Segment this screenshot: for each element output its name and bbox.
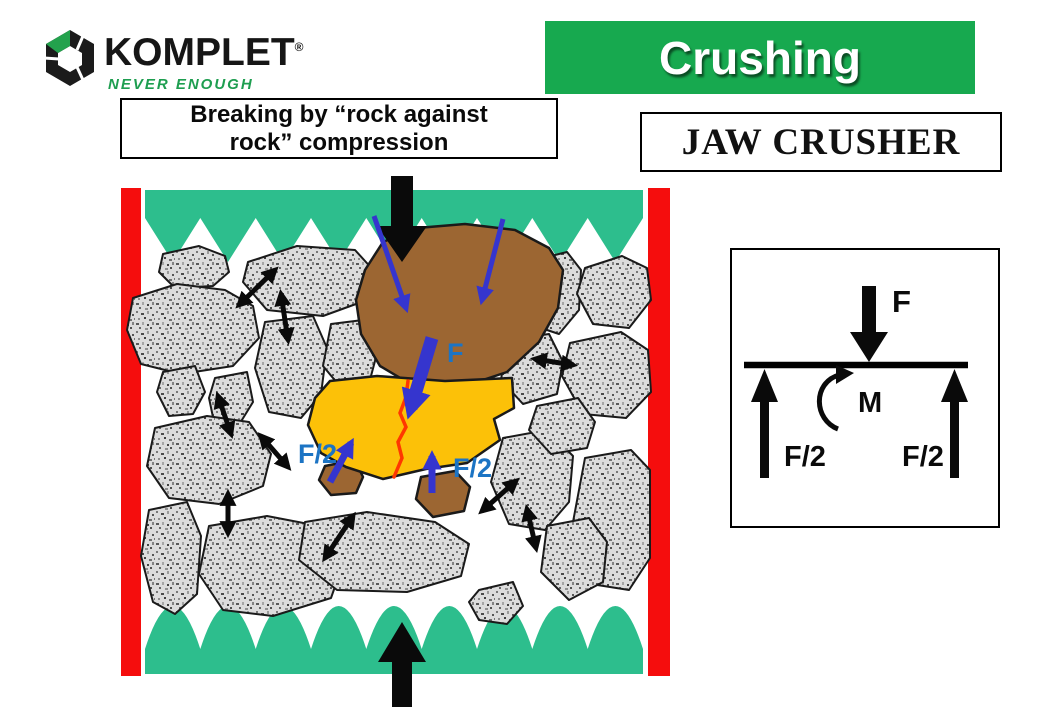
blue-force-arrows [326, 215, 506, 493]
caption-line2: rock” compression [229, 129, 449, 156]
large-brown-rock [354, 222, 565, 390]
logo-hex-gaps [43, 35, 85, 81]
bottom-jaw-force-arrow [378, 622, 426, 707]
yellow-breaking-rock [306, 374, 516, 481]
force-labels: F F/2 F/2 [298, 338, 492, 483]
moment-arc-head [836, 365, 854, 384]
reaction-arrow-right [941, 369, 968, 478]
fbd-labels: F F/2 F/2 M [784, 284, 944, 473]
reaction-arrow-left [751, 369, 778, 478]
main-force-arrow [401, 336, 439, 420]
crushing-chamber-diagram: F F/2 F/2 [121, 176, 670, 707]
right-wall-red-bar [648, 188, 670, 676]
machine-label-box: JAW CRUSHER [640, 112, 1002, 172]
main-force-label: F [447, 338, 464, 368]
caption-box: Breaking by “rock against rock” compress… [120, 98, 558, 159]
title-banner: Crushing [545, 21, 975, 94]
reaction-label-right: F/2 [902, 441, 944, 473]
compression-arrow-left [371, 215, 411, 314]
slide-title: Crushing [659, 31, 861, 84]
machine-label: JAW CRUSHER [681, 121, 961, 163]
compression-arrow-right [476, 218, 506, 306]
brand-name: KOMPLET® [104, 33, 304, 72]
force-balance-panel: F F/2 F/2 M [730, 248, 1000, 528]
moment-label: M [858, 387, 882, 419]
half-force-arrow-left [326, 437, 355, 484]
brand-tagline: NEVER ENOUGH [108, 76, 254, 93]
rock-stress-arrows [213, 266, 579, 563]
top-jaw-force-arrow [377, 176, 427, 262]
applied-force-arrow [850, 286, 888, 362]
force-balance-diagram: F F/2 F/2 M [744, 284, 968, 478]
moment-arc-arrow [816, 372, 840, 432]
brand-name-text: KOMPLET [104, 31, 295, 74]
registered-mark: ® [294, 40, 304, 54]
logo-hex-green-segment [46, 30, 70, 53]
half-force-label-left: F/2 [298, 439, 337, 469]
half-force-label-right: F/2 [453, 453, 492, 483]
komplet-hexagon-logo-icon [43, 30, 94, 86]
reaction-label-left: F/2 [784, 441, 826, 473]
caption-line1: Breaking by “rock against [190, 101, 488, 128]
applied-force-label: F [892, 284, 911, 319]
left-wall-red-bar [121, 188, 141, 676]
